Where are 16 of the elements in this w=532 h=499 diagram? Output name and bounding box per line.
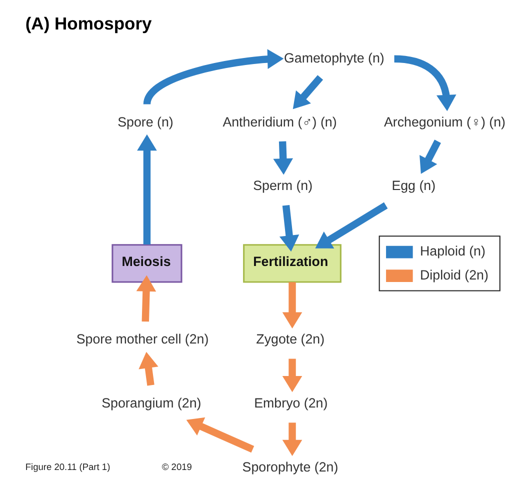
legend-label: Haploid (n) (420, 244, 485, 259)
legend-label: Diploid (2n) (420, 267, 488, 282)
node-text: Gametophyte (n) (284, 50, 384, 66)
node-text: Zygote (2n) (256, 332, 324, 347)
node-text: Spore mother cell (2n) (76, 332, 208, 347)
node-text: Embryo (2n) (254, 396, 328, 411)
label: © 2019 (161, 462, 192, 472)
node-text: Sporophyte (2n) (242, 459, 338, 474)
node-text: Antheridium (♂) (n) (222, 114, 336, 130)
label: Figure 20.11 (Part 1) (24, 462, 110, 472)
diagram-title: (A) Homospory (24, 14, 152, 34)
node-text: Sperm (n) (252, 178, 312, 194)
node-text: Egg (n) (391, 178, 436, 194)
node-text: Spore (n) (117, 114, 173, 130)
node-text: Sporangium (2n) (101, 396, 201, 411)
node-text: Archegonium (♀) (n) (383, 114, 506, 130)
